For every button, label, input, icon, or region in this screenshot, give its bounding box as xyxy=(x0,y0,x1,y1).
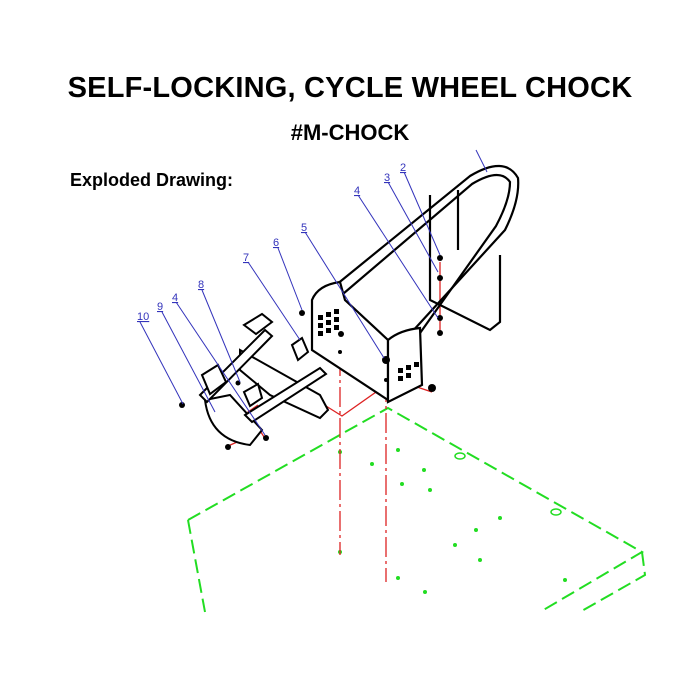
callout-9: 9 xyxy=(157,301,163,313)
front-cradle xyxy=(198,312,330,447)
base-plate-holes xyxy=(338,448,567,594)
callout-3: 3 xyxy=(384,172,390,184)
bracket-grid xyxy=(299,255,443,392)
callout-4: 4 xyxy=(354,185,360,197)
callout-2: 2 xyxy=(400,162,406,174)
front-hardware xyxy=(179,380,269,450)
callout-10: 10 xyxy=(137,311,149,323)
callout-labels: 2 3 4 5 6 7 8 4 9 10 xyxy=(137,162,406,323)
callout-6: 6 xyxy=(273,237,279,249)
section-label: Exploded Drawing: xyxy=(70,170,234,190)
document-title: SELF-LOCKING, CYCLE WHEEL CHOCK xyxy=(67,72,633,104)
callout-8: 8 xyxy=(198,279,204,291)
wheel-hoop xyxy=(319,164,520,351)
callout-5: 5 xyxy=(301,222,307,234)
callout-7: 7 xyxy=(243,252,249,264)
rear-bracket xyxy=(310,280,424,404)
callout-4b: 4 xyxy=(172,292,178,304)
callout-leaders xyxy=(139,149,488,436)
base-plate xyxy=(187,406,647,613)
part-number: #M-CHOCK xyxy=(290,120,410,145)
